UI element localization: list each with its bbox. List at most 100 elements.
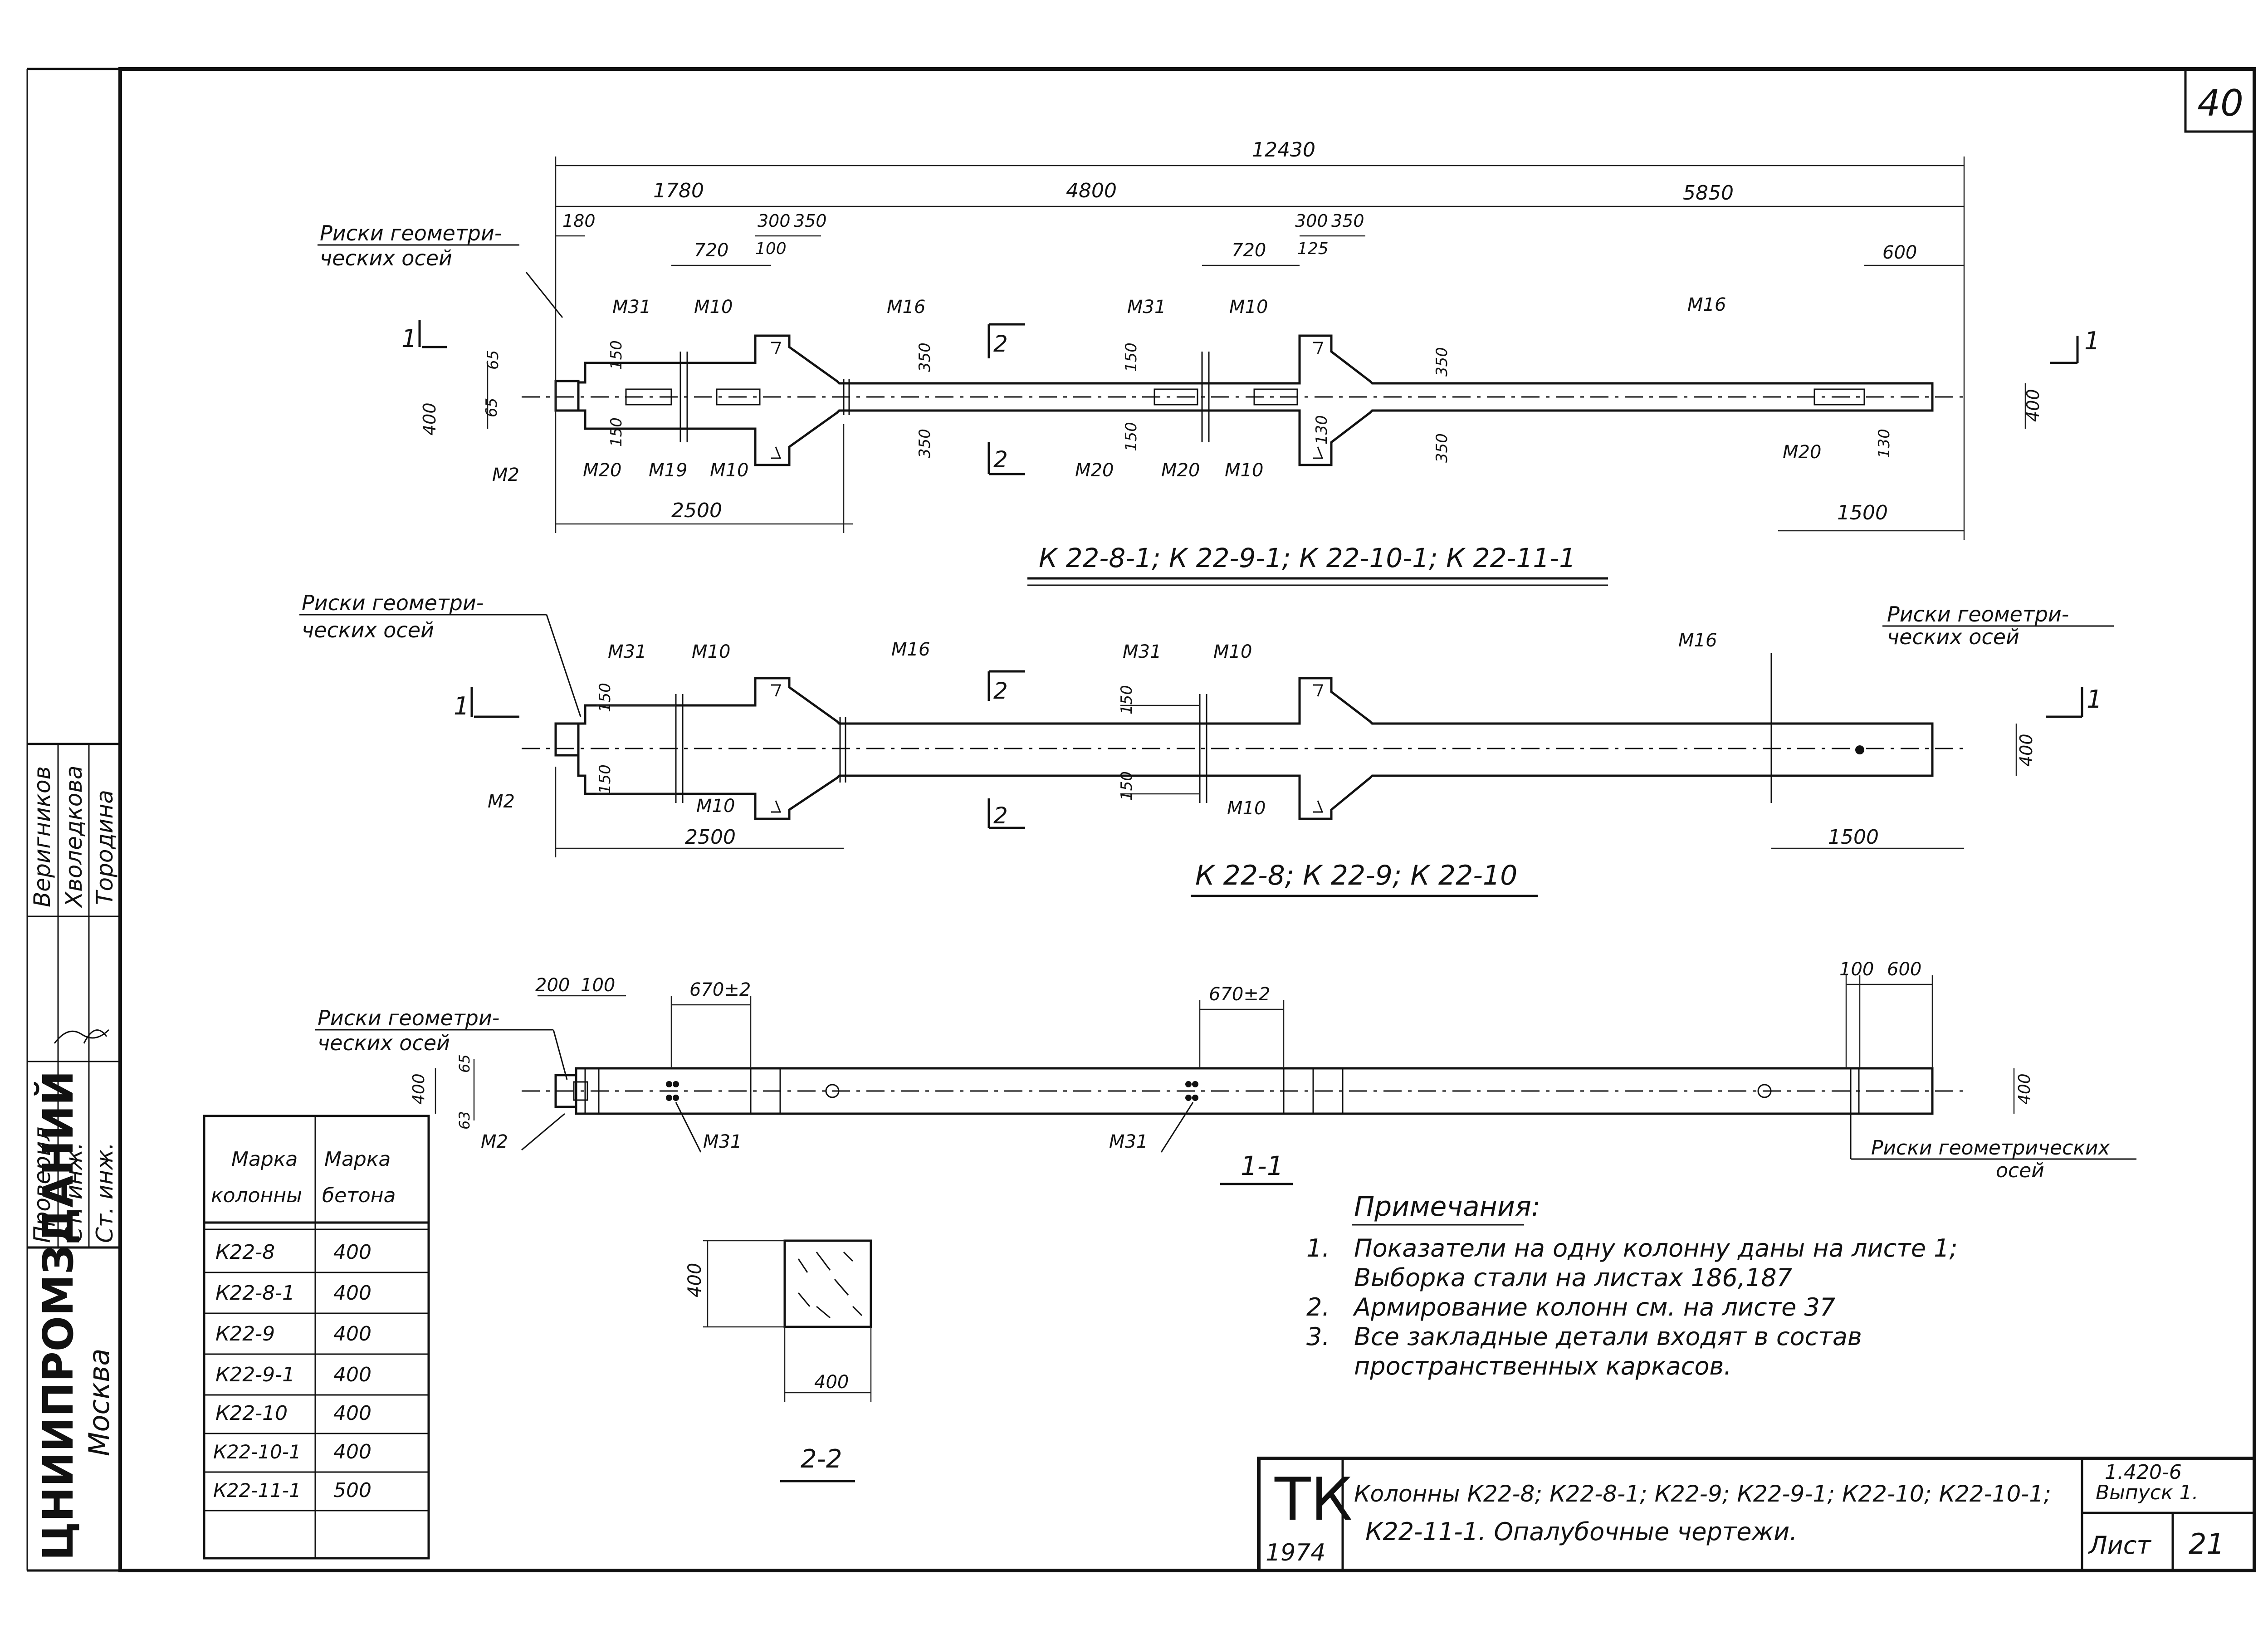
table-cell: К22-11-1 — [213, 1479, 301, 1502]
name-1: Тородина — [92, 790, 118, 905]
table-cell: 400 — [333, 1440, 371, 1463]
v1-dim-350c: 350 — [916, 342, 934, 372]
title-block: ТК 1974 Колонны К22-8; К22-8-1; К22-9; К… — [1257, 1457, 2256, 1572]
v2-dim-400: 400 — [2016, 734, 2036, 767]
v1-dim-65b: 65 — [483, 398, 501, 417]
v1-mark-m10a: М10 — [694, 297, 733, 318]
title-series: 1.420-6 — [2105, 1461, 2182, 1484]
title-year: 1974 — [1266, 1539, 1325, 1566]
v1-mark-m2: М2 — [492, 465, 519, 485]
v1-mark-m16b: М16 — [1687, 294, 1726, 315]
v3-dim-100b: 100 — [1839, 959, 1874, 980]
v1-dim-5850: 5850 — [1683, 181, 1734, 205]
v3-axes-label-r: Риски геометрических — [1871, 1136, 2110, 1159]
v2-mark-m31a: М31 — [608, 641, 646, 662]
column-view-3: 200 100 670±2 670±2 100 600 400 400 65 6… — [315, 959, 2136, 1185]
v2-dim-150b: 150 — [596, 764, 614, 794]
v1-axes-label-2: ческих осей — [320, 246, 452, 270]
title-line2: К22-11-1. Опалубочные чертежи. — [1365, 1517, 1797, 1546]
signature-2 — [83, 1029, 108, 1044]
v1-dim-300b: 300 — [1295, 211, 1328, 231]
s22-dim-w: 400 — [814, 1372, 849, 1393]
v1-dim-350f: 350 — [1433, 433, 1451, 463]
title-line1: Колонны К22-8; К22-8-1; К22-9; К22-9-1; … — [1354, 1481, 2051, 1507]
v3-mark-m31a: М31 — [703, 1131, 742, 1152]
v3-dim-600: 600 — [1887, 959, 1921, 980]
v1-mark-m10b: М10 — [1229, 297, 1268, 318]
table-cell: 400 — [333, 1363, 371, 1386]
v1-mark-m19: М19 — [649, 460, 687, 481]
v2-axes-label-1: Риски геометри- — [302, 591, 484, 615]
v1-dim-350d: 350 — [916, 429, 934, 458]
v1-dim-4800: 4800 — [1066, 179, 1117, 202]
note-1-num: 1. — [1306, 1234, 1330, 1262]
v2-mark-m16a: М16 — [891, 639, 930, 660]
v3-axes-label-2: ческих осей — [318, 1031, 450, 1055]
table-cell: 400 — [333, 1322, 371, 1345]
v1-dim-1780: 1780 — [653, 179, 704, 202]
sheet-frame: 40 — [26, 67, 2256, 1572]
v3-mark-m31b: М31 — [1109, 1131, 1148, 1152]
role-3: Ст. инж. — [92, 1142, 118, 1243]
table-cell: К22-10 — [215, 1402, 288, 1425]
v1-dim-600: 600 — [1882, 242, 1917, 263]
v3-dim-65: 65 — [456, 1054, 473, 1073]
v2-sec-2-top: 2 — [993, 678, 1008, 704]
title-sheet-label: Лист — [2088, 1531, 2151, 1560]
table-cell: К22-9-1 — [215, 1363, 295, 1386]
table-hdr-col1-b: колонны — [211, 1184, 302, 1207]
v2-dim-1500: 1500 — [1828, 826, 1879, 849]
v2-dim-2500: 2500 — [685, 826, 736, 849]
v1-dim-720a: 720 — [694, 240, 728, 261]
title-issue: Выпуск 1. — [2096, 1481, 2198, 1504]
v1-dim-130a: 130 — [1313, 415, 1331, 445]
v2-title: К 22-8; К 22-9; К 22-10 — [1195, 860, 1517, 891]
v1-mark-m20b: М20 — [1075, 460, 1114, 481]
note-3-line1: Все закладные детали входят в состав — [1354, 1322, 1862, 1351]
v1-dim-300a: 300 — [758, 211, 791, 231]
v3-axes-label-1: Риски геометри- — [318, 1006, 499, 1030]
column-view-1: 12430 1780 4800 5850 180 720 300 350 100… — [318, 138, 2100, 586]
v1-sec-1-right: 1 — [2084, 327, 2100, 355]
v2-sec-2-bottom: 2 — [993, 802, 1008, 829]
v1-mark-m20c: М20 — [1161, 460, 1200, 481]
s22-title: 2-2 — [801, 1444, 842, 1474]
table-cell: 400 — [333, 1241, 371, 1264]
note-1-line1: Показатели на одну колонну даны на листе… — [1354, 1234, 1958, 1262]
v2-sec-1-left: 1 — [454, 692, 469, 720]
v1-sec-2-top: 2 — [993, 331, 1008, 357]
v3-dim-670b: 670±2 — [1209, 984, 1270, 1005]
org-city: Москва — [83, 1349, 116, 1457]
v1-mark-m16a: М16 — [887, 297, 925, 318]
title-sheet-no: 21 — [2189, 1527, 2224, 1561]
v1-dim-150d: 150 — [1122, 422, 1140, 451]
role-1: Проверил — [29, 1127, 55, 1243]
v2-mark-m2: М2 — [488, 791, 515, 812]
title-logo: ТК — [1274, 1465, 1353, 1534]
v3-dim-670a: 670±2 — [689, 979, 751, 1000]
v2-axes-label-r1: Риски геометри- — [1887, 602, 2069, 626]
v1-dim-180: 180 — [562, 211, 596, 231]
corner-number: 40 — [2197, 82, 2244, 124]
v1-dim-65a: 65 — [484, 350, 502, 370]
s22-dim-h: 400 — [684, 1263, 705, 1297]
org-name: ЦНИИПРОМЗДАНИЙ — [34, 1071, 83, 1561]
left-stamp: Проверил Ст. инж. Ст. инж. Тородина Хвол… — [27, 743, 120, 1561]
v1-dim-350e: 350 — [1433, 347, 1451, 377]
signature-1 — [54, 1029, 110, 1044]
note-3-line2: пространственных каркасов. — [1354, 1352, 1731, 1380]
note-2-line1: Армирование колонн см. на листе 37 — [1353, 1293, 1835, 1321]
role-2: Ст. инж. — [61, 1142, 87, 1243]
v1-dim-400r: 400 — [2023, 389, 2043, 422]
v1-dim-2500: 2500 — [671, 499, 722, 522]
v1-mark-m10c: М10 — [710, 460, 748, 481]
v1-mark-m31b: М31 — [1127, 297, 1166, 318]
v3-axes-label-r2: осей — [1996, 1159, 2044, 1182]
v1-mark-m31a: М31 — [612, 297, 651, 318]
v3-dim-400l: 400 — [410, 1073, 428, 1105]
v1-dim-150c: 150 — [1122, 342, 1140, 372]
section-2-2: 400 400 2-2 — [684, 1239, 872, 1482]
table-cell: 500 — [333, 1479, 371, 1502]
notes-heading: Примечания: — [1354, 1191, 1540, 1223]
v2-mark-m10b: М10 — [1213, 641, 1252, 662]
